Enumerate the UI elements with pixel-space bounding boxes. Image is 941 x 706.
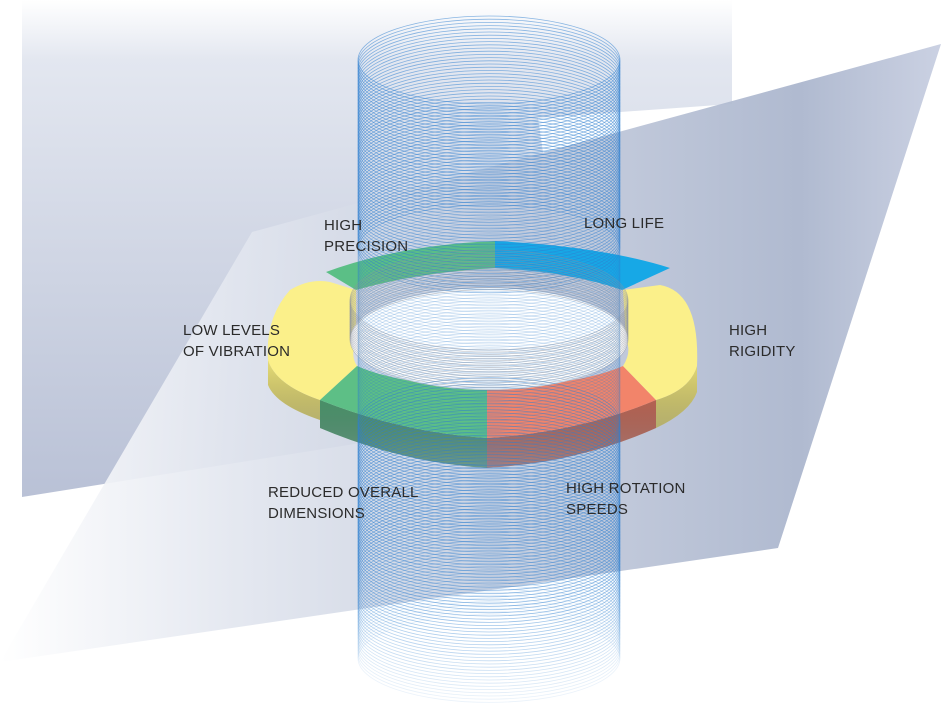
cylinder-ring-line [357,213,621,303]
cylinder-ring-line [357,357,621,447]
cylinder-ring-line [357,578,621,668]
cylinder-ring-line [357,550,621,639]
cylinder-ring-line [357,585,621,674]
cylinder-ring-line [357,553,621,642]
cylinder-ring-line [357,322,621,412]
label-long-life: LONG LIFE [584,215,665,232]
cylinder-ring-line [357,204,621,294]
rotation-segment [487,366,656,438]
cylinder-ring-line [357,566,621,655]
cylinder-ring-line [357,220,621,310]
cylinder-ring-line [357,527,621,617]
cylinder-ring-line [357,572,621,662]
cylinder-ring-line [357,261,621,351]
cylinder-ring-line [357,559,621,649]
cylinder-ring-line [357,313,621,403]
ring-rim-line [349,289,629,390]
cylinder-ring-line [357,332,621,422]
cylinder-ring-line [357,245,621,335]
cylinder-ring-line [357,306,621,396]
cylinder-ring-line [357,229,621,319]
cylinder-ring-line [357,210,621,300]
cylinder-ring-line [357,319,621,409]
cylinder-ring-line [357,530,621,620]
cylinder-ring-line [357,598,621,687]
cylinder-ring-line [357,239,621,329]
ring-hole [350,288,628,390]
cylinder-ring-line [357,575,621,665]
cylinder-ring-line [357,325,621,415]
cylinder-ring-line [357,569,621,658]
dimensions-segment [320,366,487,438]
cylinder-ring-line [357,341,621,431]
ring-inner-rim [349,249,629,390]
cylinder-ring-line [357,594,621,684]
cylinder-ring-line [357,367,621,457]
cylinder-ring-line [357,249,621,339]
cylinder-ring-line [357,223,621,313]
label-high-precision: HIGH PRECISION [324,217,409,255]
cylinder-ring-line [357,604,621,694]
label-high-rigidity: HIGH RIGIDITY [729,322,796,360]
cylinder-ring-line [357,345,621,435]
cylinder-ring-line [357,582,621,671]
cylinder-ring-line [357,236,621,326]
cylinder-ring-line [357,607,621,697]
cylinder-ring-line [357,588,621,678]
cylinder-ring-line [357,290,621,380]
cylinder-ring-line [357,534,621,623]
cylinder-ring-line [357,207,621,297]
cylinder-ring-line [357,610,621,700]
cylinder-ring-line [357,354,621,444]
cylinder-ring-line [357,370,621,460]
cylinder-ring-line [357,537,621,626]
cylinder-ring-line [357,233,621,323]
cylinder-ring-line [357,316,621,406]
cylinder-ring-line [357,217,621,307]
cylinder-ring-line [357,335,621,425]
cylinder-ring-line [357,348,621,438]
cylinder-ring-line [357,284,621,374]
cylinder-ring-line [357,540,621,630]
label-high-rotation: HIGH ROTATION SPEEDS [566,480,686,518]
rigidity-segment [623,285,698,400]
ring-top [267,241,698,438]
cylinder-ring-line [357,562,621,652]
cylinder-ring-line [357,338,621,428]
cylinder-ring-line [357,329,621,419]
cylinder-ring-line [357,361,621,451]
cylinder-ring-line [357,546,621,636]
cylinder-ring-line [357,614,621,703]
vibration-segment [267,281,357,400]
cylinder-ring-line [357,300,621,390]
cylinder-ring-line [357,226,621,316]
cylinder-ring-line [357,556,621,646]
cylinder-ring-line [357,364,621,454]
cylinder-ring-line [357,297,621,387]
label-reduced-dimensions: REDUCED OVERALL DIMENSIONS [268,484,419,522]
cylinder-ring-line [357,255,621,345]
cylinder-ring-line [357,543,621,633]
cylinder-ring-line [357,591,621,681]
cylinder-ring-line [357,601,621,690]
label-low-vibration: LOW LEVELS OF VIBRATION [183,322,291,360]
